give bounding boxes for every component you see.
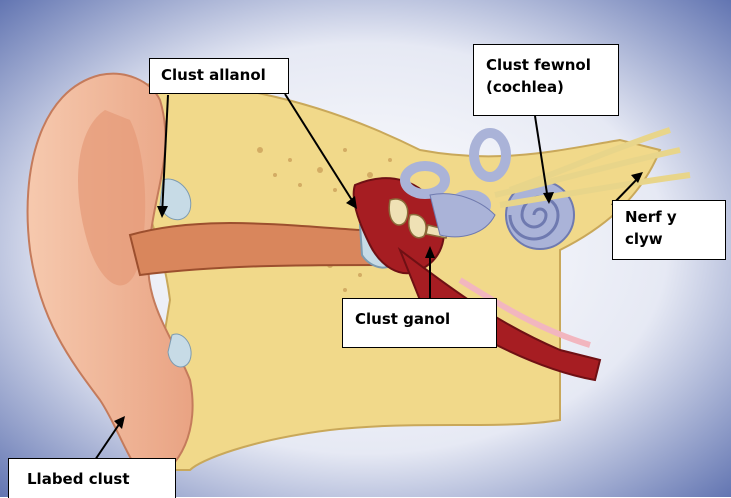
label-inner-ear: Clust fewnol (cochlea): [473, 44, 619, 116]
label-middle-ear: Clust ganol: [342, 298, 497, 348]
label-inner-ear-line2: (cochlea): [486, 77, 618, 99]
label-outer-ear: Clust allanol: [149, 58, 289, 94]
label-outer-ear-text: Clust allanol: [161, 66, 266, 84]
label-inner-ear-line1: Clust fewnol: [486, 55, 618, 77]
label-ear-lobe: Llabed clust: [8, 458, 176, 498]
label-middle-ear-text: Clust ganol: [355, 310, 450, 328]
label-auditory-nerve-line2: clyw: [625, 229, 725, 251]
label-auditory-nerve-line1: Nerf y: [625, 207, 725, 229]
label-ear-lobe-text: Llabed clust: [27, 470, 130, 488]
label-auditory-nerve: Nerf y clyw: [612, 200, 726, 260]
